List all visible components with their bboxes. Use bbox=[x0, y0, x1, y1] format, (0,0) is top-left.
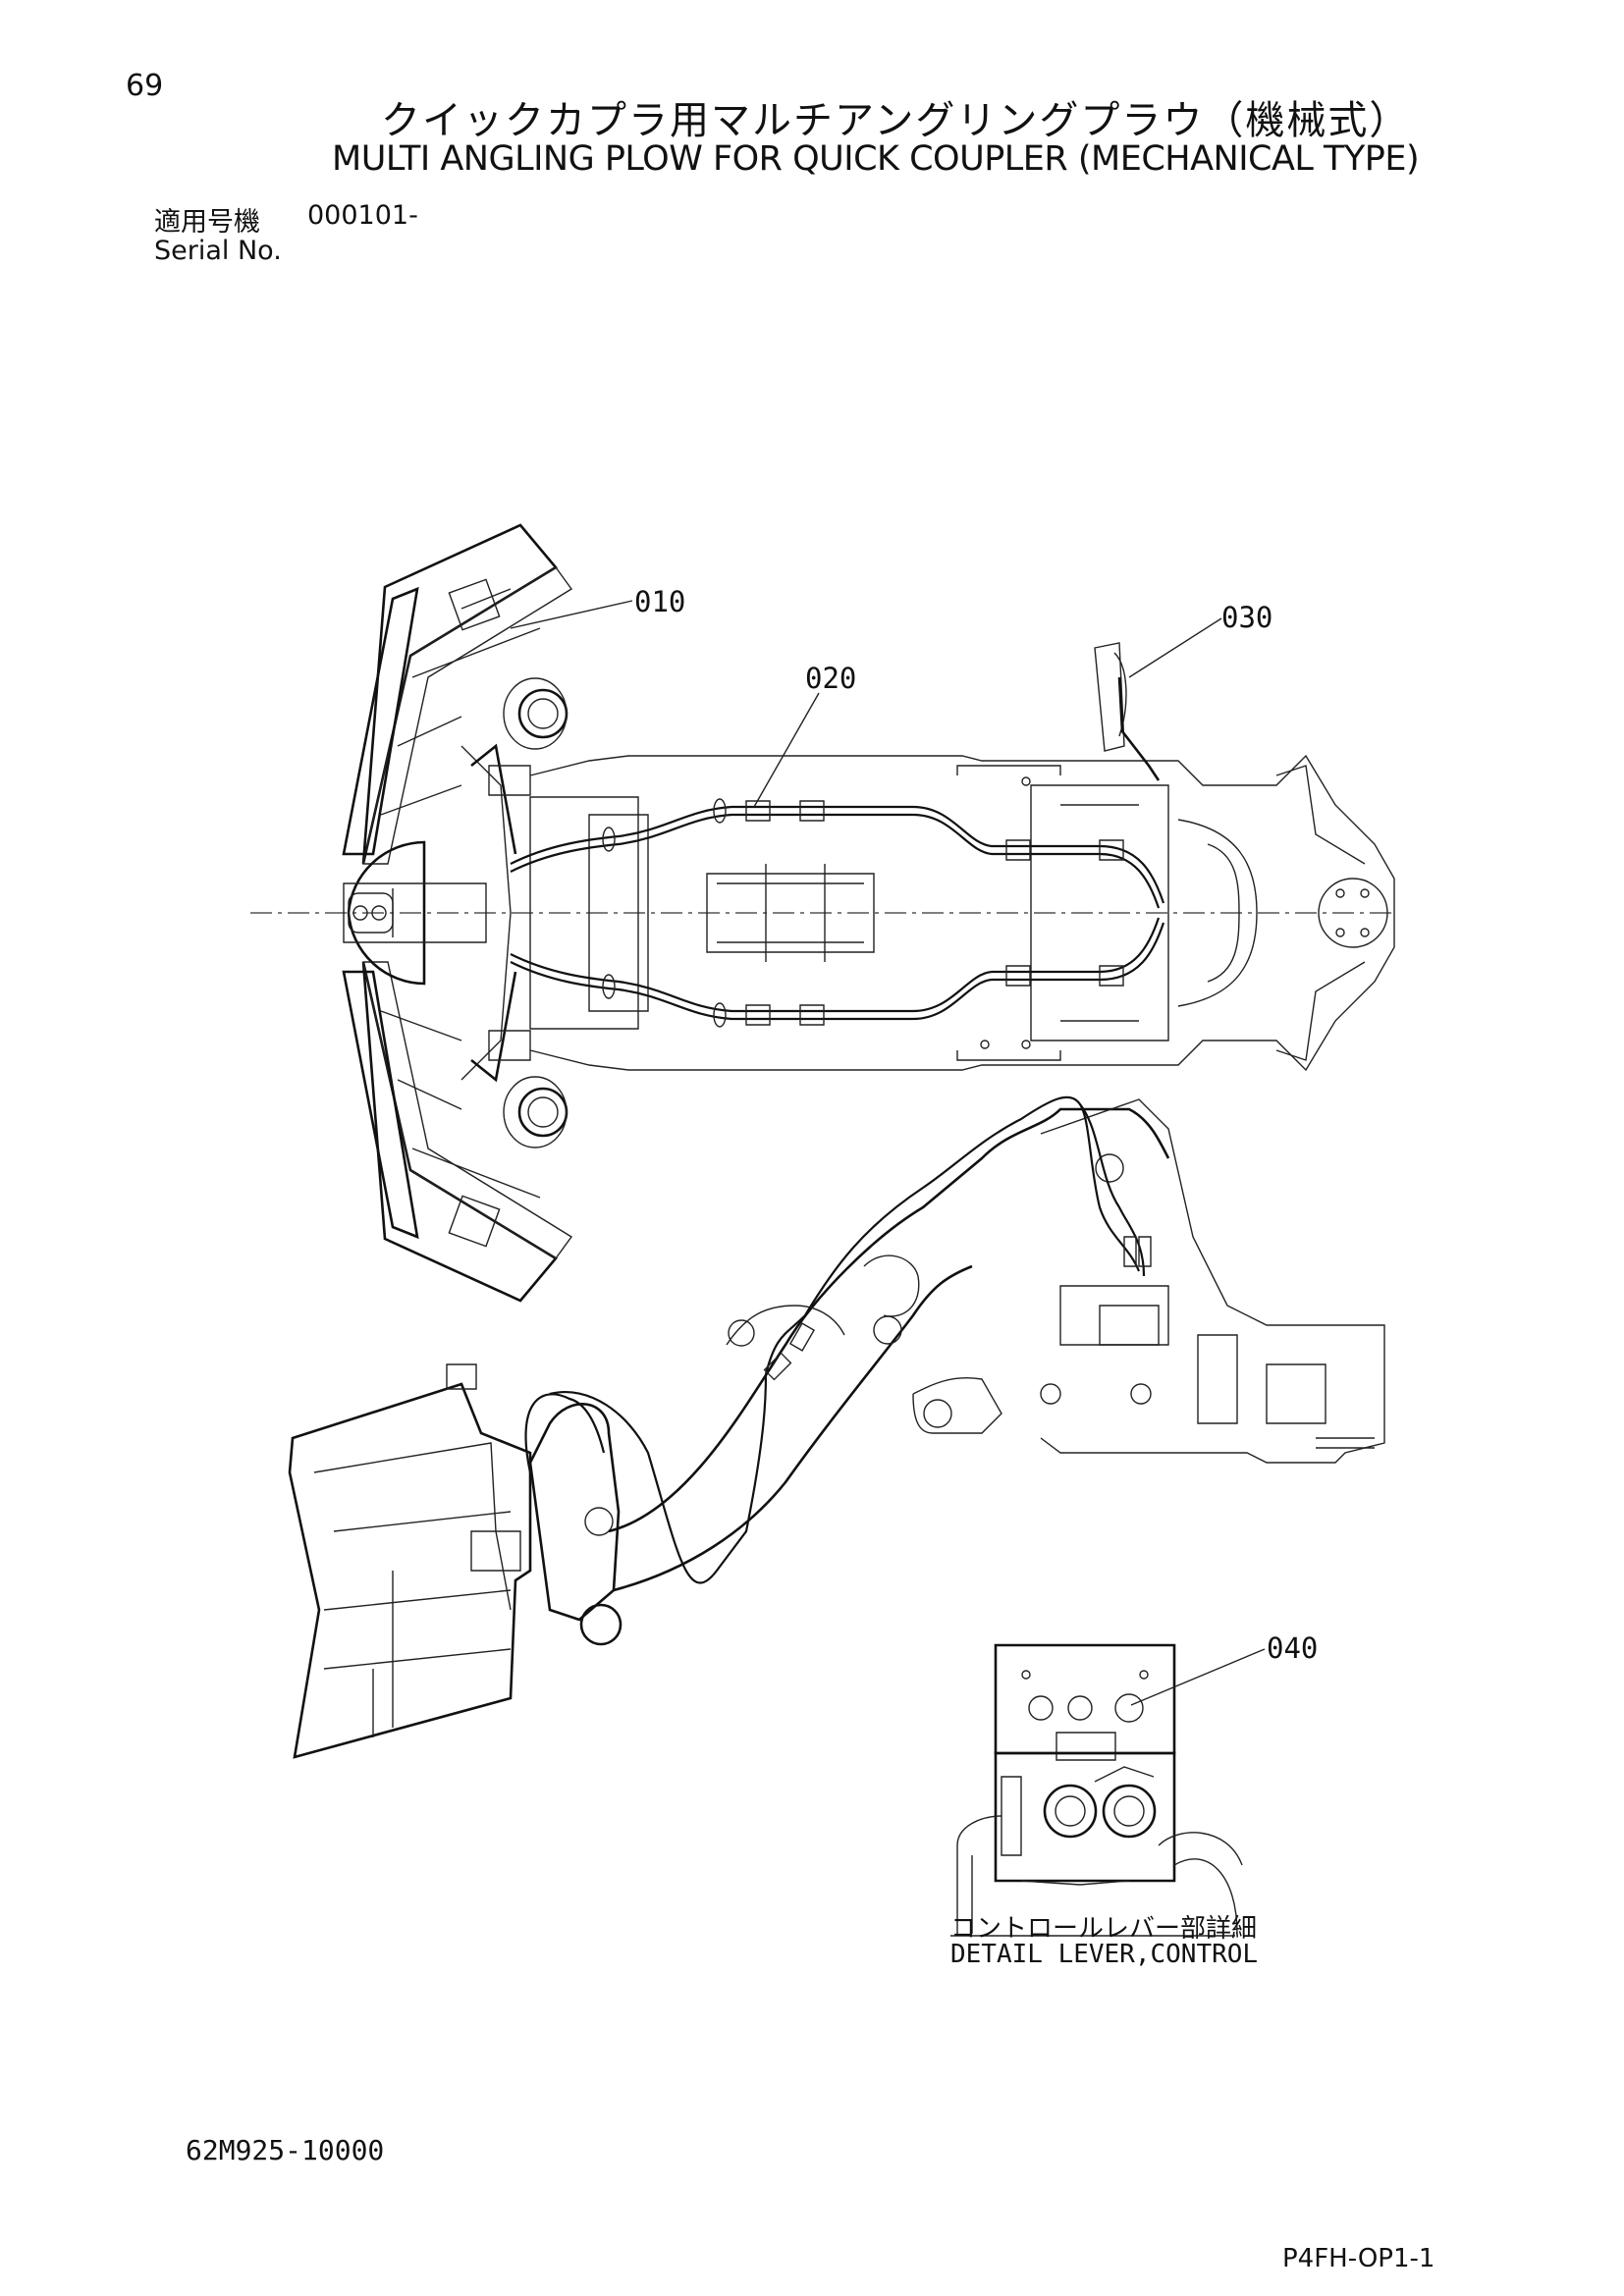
serial-label-japanese: 適用号機 bbox=[154, 207, 260, 238]
loader-side-view bbox=[290, 1097, 1384, 1757]
callout-030-label: 030 bbox=[1221, 601, 1273, 634]
detail-caption-english: DETAIL LEVER,CONTROL bbox=[950, 1940, 1259, 1969]
serial-value: 000101- bbox=[307, 200, 418, 231]
callout-040-label: 040 bbox=[1267, 1631, 1319, 1665]
callout-010-label: 010 bbox=[634, 585, 686, 618]
serial-label-english: Serial No. bbox=[154, 236, 282, 266]
machine-frame-top-view bbox=[511, 643, 1394, 1070]
callout-020-label: 020 bbox=[805, 662, 857, 695]
title-japanese: クイックカプラ用マルチアングリングプラウ（機械式） bbox=[381, 98, 1411, 143]
control-lever-detail bbox=[957, 1645, 1242, 1934]
detail-caption-japanese: コントロールレバー部詳細 bbox=[950, 1914, 1258, 1944]
callout-leaders bbox=[511, 601, 1265, 1936]
title-english: MULTI ANGLING PLOW FOR QUICK COUPLER (ME… bbox=[332, 139, 1420, 179]
page-code: P4FH-OP1-1 bbox=[1282, 2244, 1435, 2273]
drawing-number: 62M925-10000 bbox=[186, 2134, 385, 2166]
plow-blade-top-view bbox=[250, 525, 1394, 1301]
page-number: 69 bbox=[126, 69, 164, 103]
